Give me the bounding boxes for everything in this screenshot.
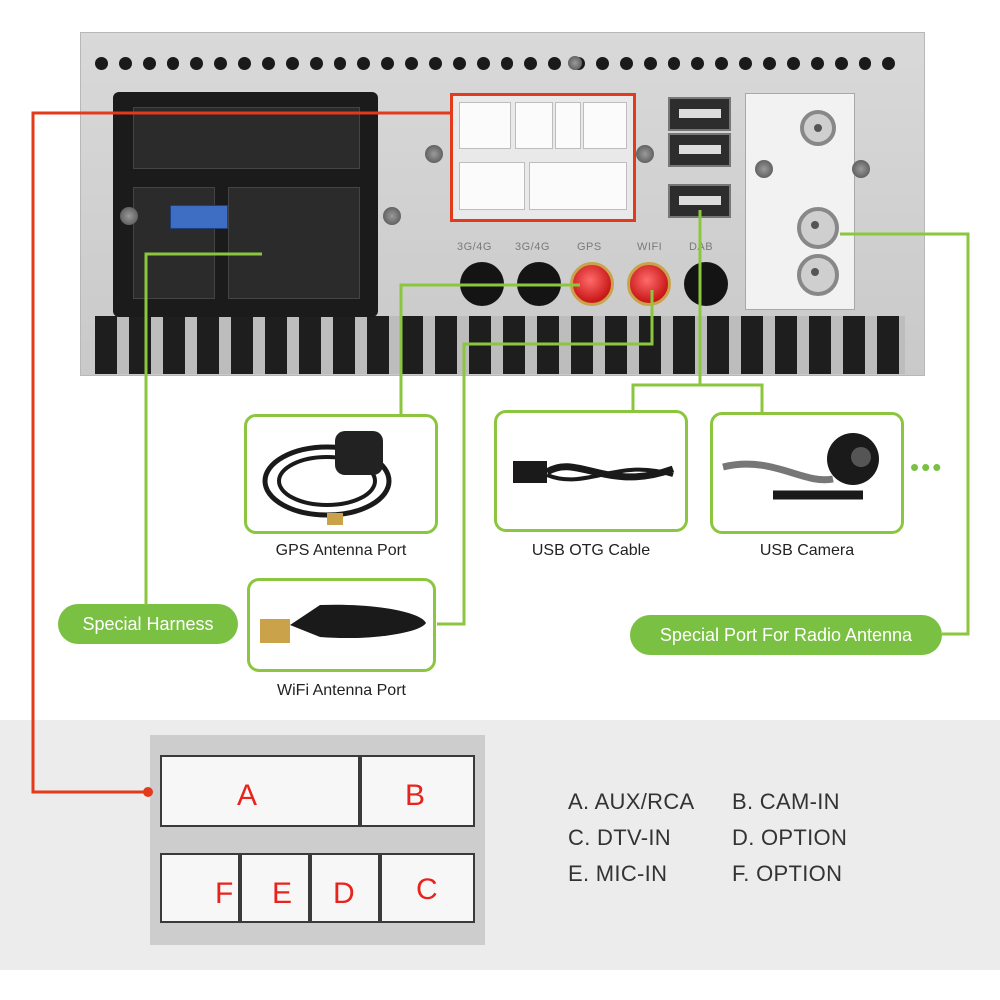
- vent-hole: [452, 56, 466, 70]
- camera-icon: [722, 433, 879, 500]
- port-label-3g4g-2: 3G/4G: [515, 241, 550, 253]
- wifi-antenna-icon: [260, 604, 426, 643]
- vent-hole: [381, 56, 395, 70]
- usb-camera-card: [710, 412, 904, 534]
- vent-hole: [476, 56, 490, 70]
- vent-hole: [309, 56, 323, 70]
- vent-hole: [715, 56, 729, 70]
- coax-icon: [800, 110, 836, 146]
- multi-connector-block: [450, 93, 636, 222]
- special-harness-socket: [113, 92, 378, 317]
- green-line-usb-camera: [633, 383, 764, 412]
- legend-item-c: C. DTV-IN: [568, 825, 671, 850]
- green-line-wifi: [437, 290, 654, 626]
- special-harness-callout: Special Harness: [58, 604, 238, 644]
- wifi-antenna-caption: WiFi Antenna Port: [277, 682, 406, 699]
- vent-hole: [238, 56, 252, 70]
- vent-hole: [882, 56, 896, 70]
- usb-otg-caption: USB OTG Cable: [531, 542, 651, 559]
- connector-letter-d: D: [333, 877, 355, 910]
- vent-hole: [285, 56, 299, 70]
- screw-icon: [755, 160, 773, 178]
- usb-otg-card: [494, 410, 688, 532]
- gps-antenna-icon: [262, 431, 392, 525]
- gps-antenna-caption: GPS Antenna Port: [275, 542, 407, 559]
- green-line-usb: [631, 210, 702, 410]
- vent-hole: [118, 56, 132, 70]
- vent-hole: [166, 56, 180, 70]
- vent-hole: [142, 56, 156, 70]
- vent-hole: [786, 56, 800, 70]
- vent-hole: [214, 56, 228, 70]
- radio-antenna-callout: Special Port For Radio Antenna: [630, 615, 942, 655]
- fuse: [170, 205, 228, 229]
- vent-hole: [262, 56, 275, 70]
- vent-hole: [810, 56, 824, 70]
- vent-hole: [190, 56, 204, 70]
- legend-item-e: E. MIC-IN: [568, 861, 668, 886]
- vent-hole: [524, 56, 538, 70]
- usb-cable-icon: [513, 461, 675, 483]
- port-label-3g4g-1: 3G/4G: [457, 241, 492, 253]
- more-indicator: •••: [910, 452, 944, 482]
- connector-letter-c: C: [416, 873, 438, 906]
- green-line-radio: [840, 232, 970, 636]
- vent-hole: [333, 56, 347, 70]
- usb-camera-caption: USB Camera: [759, 542, 855, 559]
- dab-jack: [684, 262, 728, 306]
- vent-hole: [429, 56, 442, 70]
- vent-hole: [858, 56, 872, 70]
- vent-hole: [500, 56, 514, 70]
- connector-photo: [150, 735, 485, 945]
- legend-item-d: D. OPTION: [732, 825, 848, 850]
- vent-hole: [667, 56, 681, 70]
- connector-letter-f: F: [215, 877, 234, 910]
- vent-hole: [691, 56, 705, 70]
- wifi-antenna-card: [247, 578, 436, 672]
- red-line-dot: [143, 787, 153, 797]
- vent-hole: [405, 56, 419, 70]
- connector-letter-a: A: [237, 779, 258, 812]
- connector-letter-e: E: [272, 877, 293, 910]
- vent-hole: [739, 56, 753, 70]
- vent-hole: [95, 56, 108, 70]
- vent-hole: [548, 56, 562, 70]
- coax-icon: [797, 254, 839, 296]
- screw-icon: [425, 145, 443, 163]
- green-line-harness: [144, 252, 262, 605]
- legend-item-a: A. AUX/RCA: [568, 789, 695, 814]
- screw-icon: [383, 207, 401, 225]
- legend-item-b: B. CAM-IN: [732, 789, 840, 814]
- gps-antenna-card: [244, 414, 438, 534]
- screw-icon: [852, 160, 870, 178]
- legend-item-f: F. OPTION: [732, 861, 843, 886]
- vent-hole: [596, 56, 609, 70]
- vent-hole: [763, 56, 776, 70]
- wifi-jack: [627, 262, 671, 306]
- port-label-gps: GPS: [577, 241, 602, 253]
- connector-letter-b: B: [405, 779, 426, 812]
- vent-hole: [834, 56, 848, 70]
- screw-icon: [120, 207, 138, 225]
- vent-hole: [357, 56, 371, 70]
- red-line-connector: [31, 111, 450, 794]
- green-line-gps: [399, 283, 580, 414]
- radio-antenna-port: [745, 93, 855, 310]
- coax-icon: [797, 207, 839, 249]
- vent-hole: [619, 56, 633, 70]
- vent-hole: [643, 56, 657, 70]
- screw-icon: [636, 145, 654, 163]
- port-label-wifi: WIFI: [637, 241, 663, 253]
- screw-icon: [568, 56, 582, 70]
